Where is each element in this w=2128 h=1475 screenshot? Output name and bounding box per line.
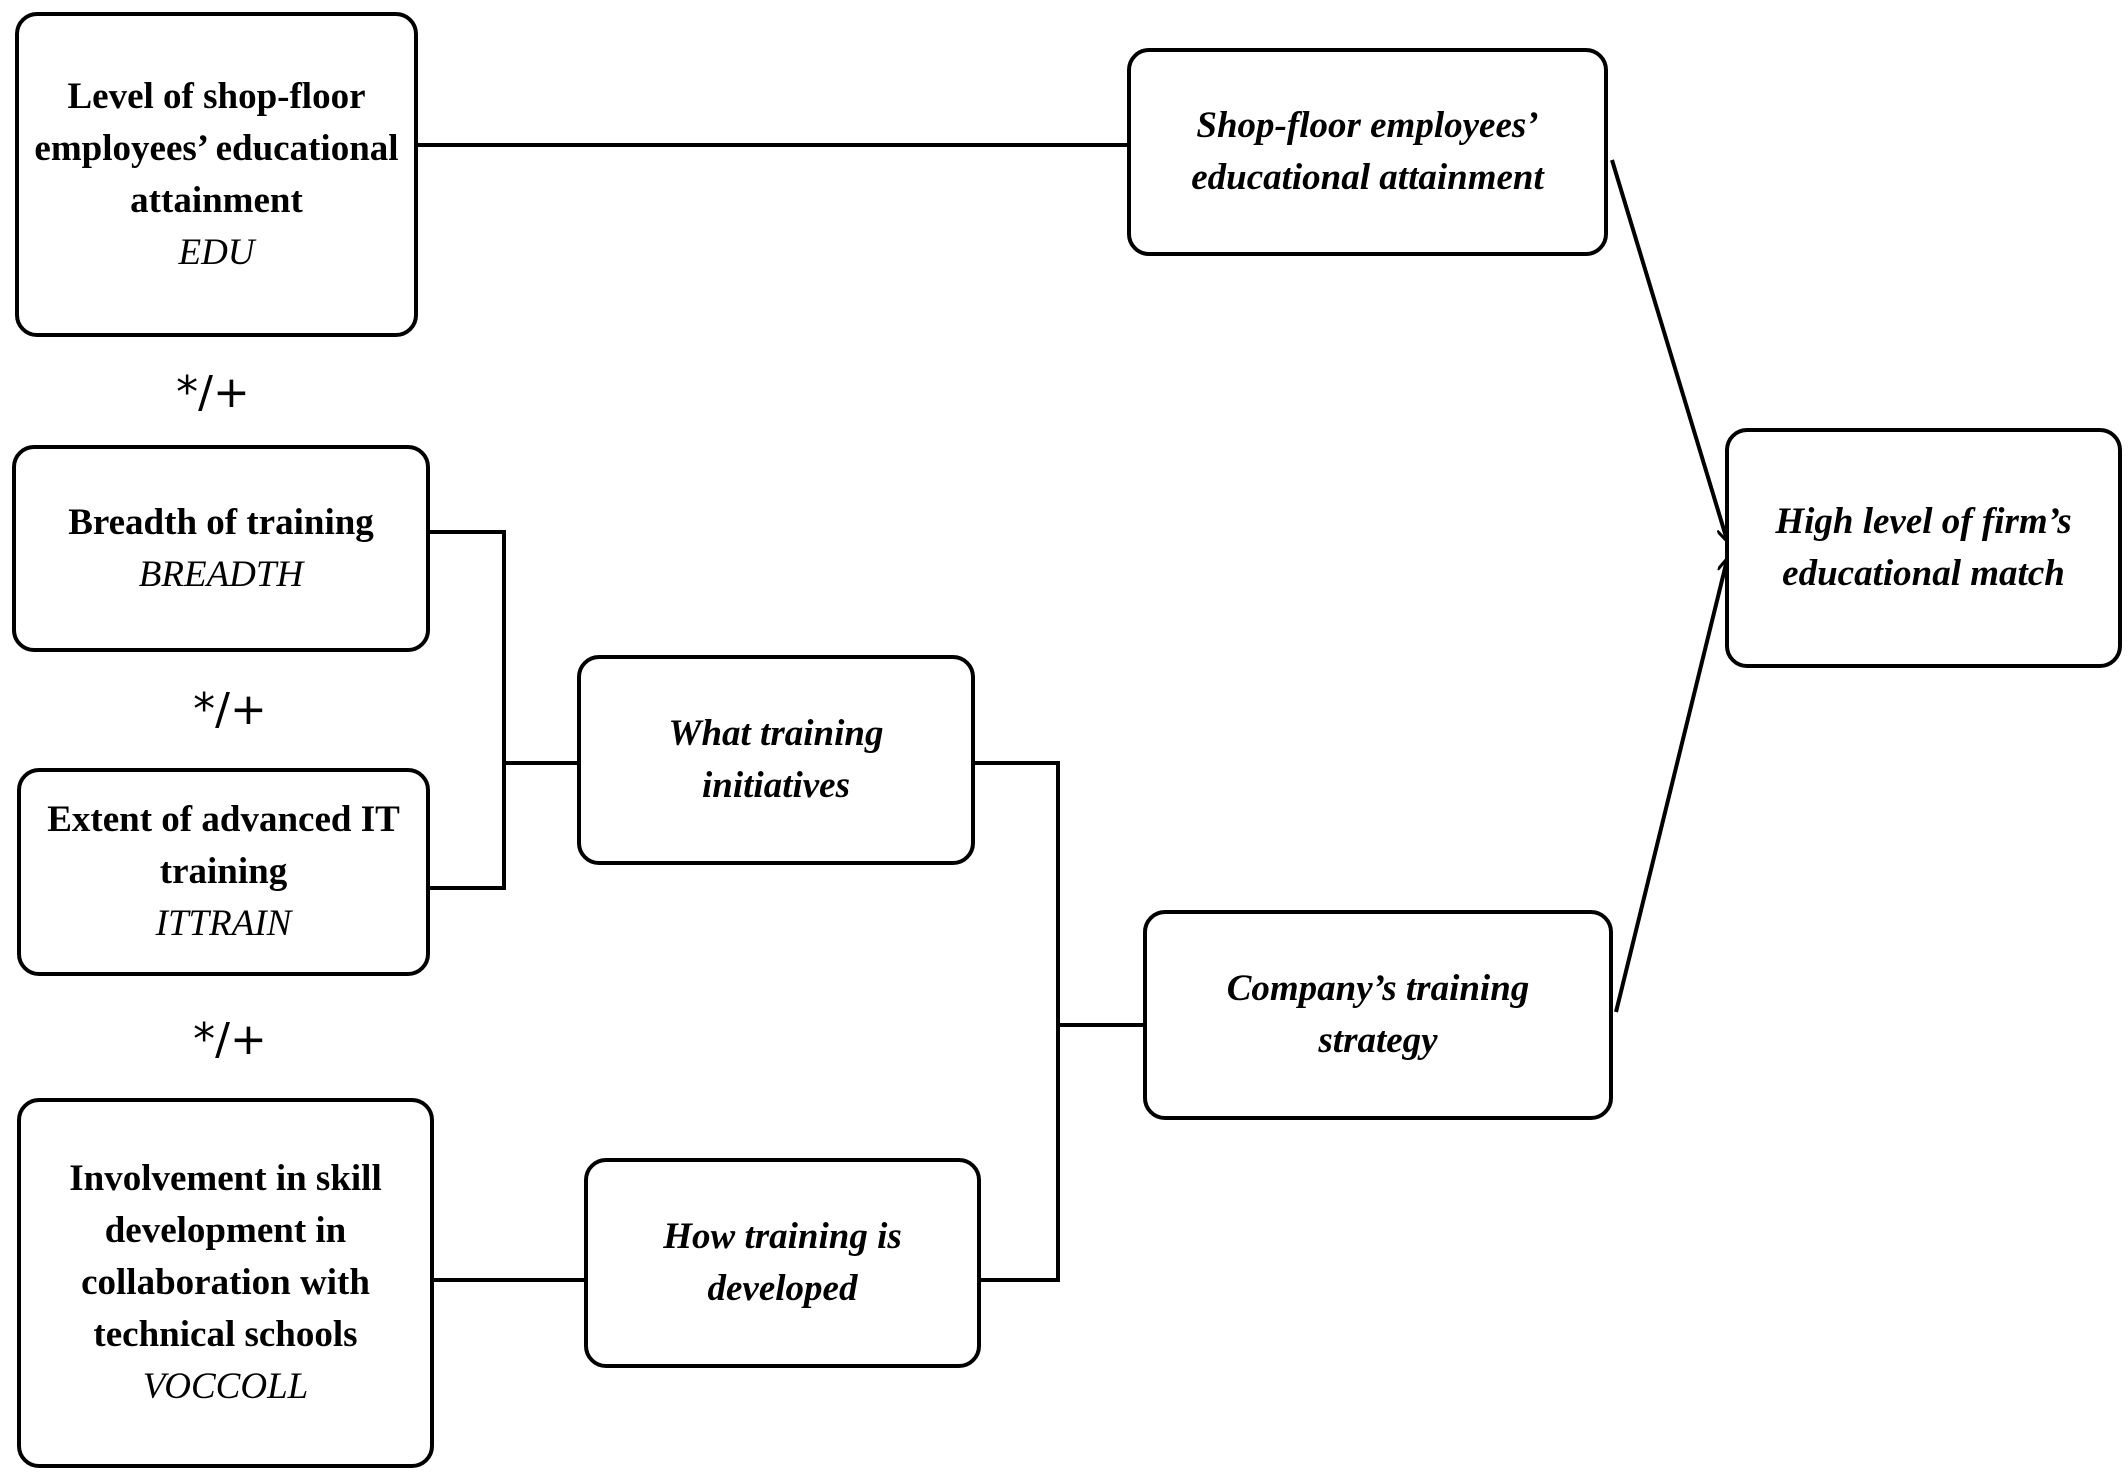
node-voccoll-code: VOCCOLL [142, 1366, 309, 1407]
node-shopfloor: Shop-floor employees’ educational attain… [1127, 48, 1608, 256]
node-how-training: How training is developed [584, 1158, 981, 1368]
node-strategy: Company’s training strategy [1143, 910, 1613, 1120]
node-edu-code: EDU [178, 231, 255, 273]
node-breadth-code: BREADTH [138, 553, 304, 595]
node-how-training-title: How training is developed [663, 1216, 902, 1309]
node-voccoll: Involvement in skill development in coll… [17, 1098, 434, 1468]
node-edu-title: Level of shop-floor employees’ education… [34, 75, 399, 221]
arrow-strategy-to-outcome [1614, 560, 1727, 1013]
node-strategy-title: Company’s training strategy [1226, 968, 1530, 1061]
node-edu: Level of shop-floor employees’ education… [15, 12, 418, 337]
node-what-training-title: What training initiatives [668, 713, 884, 806]
node-what-training: What training initiatives [577, 655, 975, 865]
arrow-shopfloor-to-outcome [1610, 159, 1727, 540]
node-voccoll-title: Involvement in skill development in coll… [69, 1158, 382, 1355]
node-ittrain: Extent of advanced IT training ITTRAIN [17, 768, 430, 976]
edge-training-bracket [972, 761, 1060, 1282]
operator-3: */+ [193, 1014, 267, 1065]
node-ittrain-title: Extent of advanced IT training [47, 799, 400, 892]
node-ittrain-code: ITTRAIN [155, 903, 292, 944]
node-breadth: Breadth of training BREADTH [12, 445, 430, 652]
node-shopfloor-title: Shop-floor employees’ educational attain… [1191, 105, 1544, 198]
node-outcome: High level of firm’s educational match [1725, 428, 2122, 668]
edge-breadth-bracket [430, 530, 506, 890]
operator-2: */+ [193, 684, 267, 735]
node-outcome-title: High level of firm’s educational match [1775, 501, 2072, 594]
operator-1: */+ [176, 367, 250, 418]
node-breadth-title: Breadth of training [68, 501, 374, 543]
